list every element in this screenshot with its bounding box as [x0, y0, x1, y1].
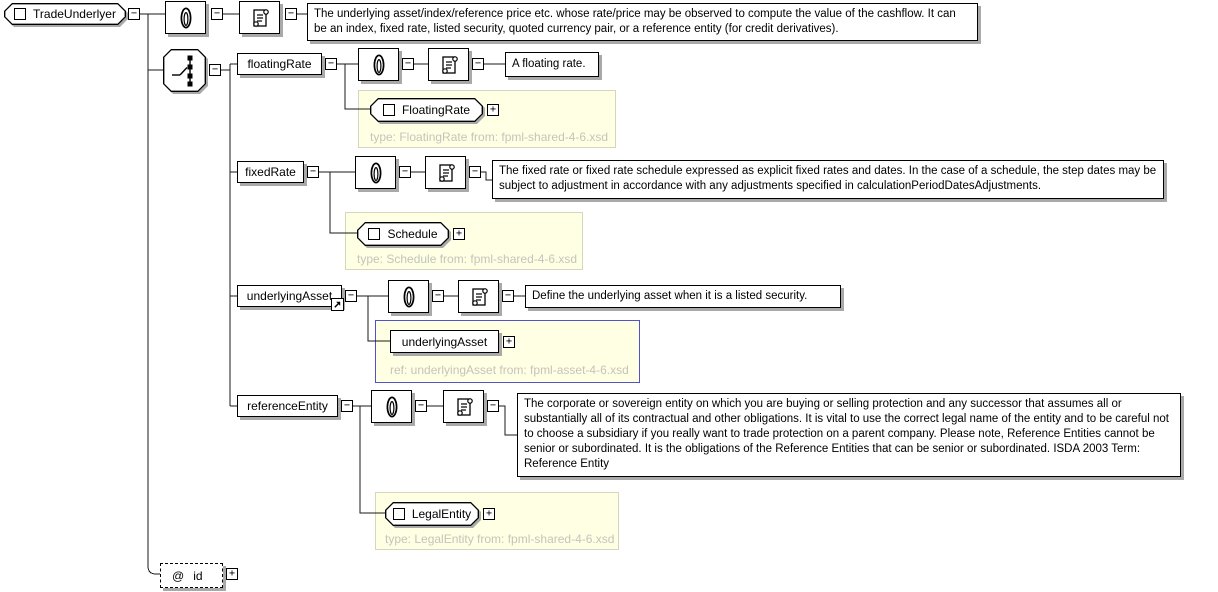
- collapse-toggle[interactable]: −: [345, 290, 357, 302]
- documentation-text: The fixed rate or fixed rate schedule ex…: [492, 160, 1164, 199]
- root-element-label: TradeUnderlyer: [33, 7, 116, 21]
- paperclip-icon: [403, 286, 414, 307]
- documentation-icon-box: [239, 1, 280, 34]
- element-underlyingasset[interactable]: underlyingAsset: [237, 285, 342, 307]
- annotation-icon-box: [165, 1, 206, 34]
- type-label: FloatingRate: [401, 103, 471, 117]
- root-element-tradeunderlyer[interactable]: TradeUnderlyer: [4, 3, 126, 25]
- element-fixedrate[interactable]: fixedRate: [237, 161, 304, 183]
- element-square-icon: [14, 8, 27, 20]
- type-note: type: FloatingRate from: fpml-shared-4-6…: [370, 130, 609, 144]
- collapse-toggle[interactable]: −: [432, 290, 444, 302]
- collapse-toggle[interactable]: −: [285, 8, 297, 20]
- choice-icon: [172, 55, 193, 87]
- documentation-text: A floating rate.: [505, 52, 599, 77]
- type-box-schedule[interactable]: Schedule: [357, 222, 449, 246]
- expand-toggle[interactable]: +: [226, 568, 238, 580]
- element-referenceentity[interactable]: referenceEntity: [237, 395, 338, 417]
- ref-element-underlyingasset[interactable]: underlyingAsset: [390, 330, 499, 353]
- type-note: type: Schedule from: fpml-shared-4-6.xsd: [357, 252, 578, 266]
- paperclip-icon: [373, 54, 384, 75]
- reference-arrow-icon[interactable]: [331, 298, 344, 311]
- collapse-toggle[interactable]: −: [472, 58, 484, 70]
- collapse-toggle[interactable]: −: [502, 290, 514, 302]
- collapse-toggle[interactable]: −: [128, 8, 140, 20]
- annotation-icon-box: [371, 390, 412, 423]
- paperclip-icon: [370, 162, 381, 183]
- collapse-toggle[interactable]: −: [469, 166, 481, 178]
- documentation-text: Define the underlying asset when it is a…: [525, 285, 841, 308]
- document-scroll-icon: [456, 397, 473, 416]
- collapse-toggle[interactable]: −: [487, 400, 499, 412]
- documentation-icon-box: [428, 48, 469, 81]
- expand-toggle[interactable]: +: [487, 104, 499, 116]
- annotation-icon-box: [388, 280, 429, 313]
- type-box-legalentity[interactable]: LegalEntity: [385, 502, 479, 526]
- attribute-label: id: [193, 568, 203, 583]
- collapse-toggle[interactable]: −: [341, 400, 353, 412]
- collapse-toggle[interactable]: −: [307, 166, 319, 178]
- documentation-icon-box: [458, 280, 499, 313]
- element-floatingrate[interactable]: floatingRate: [237, 53, 322, 75]
- choice-compositor[interactable]: [163, 49, 206, 92]
- type-note: type: LegalEntity from: fpml-shared-4-6.…: [385, 532, 615, 546]
- element-square-icon: [368, 228, 381, 240]
- type-label: Schedule: [387, 227, 438, 241]
- collapse-toggle[interactable]: −: [415, 400, 427, 412]
- annotation-icon-box: [358, 48, 399, 81]
- collapse-toggle[interactable]: −: [402, 58, 414, 70]
- expand-toggle[interactable]: +: [483, 508, 495, 520]
- collapse-toggle[interactable]: −: [399, 166, 411, 178]
- document-scroll-icon: [252, 8, 269, 27]
- collapse-toggle[interactable]: −: [211, 8, 223, 20]
- type-label: LegalEntity: [411, 507, 472, 521]
- annotation-icon-box: [355, 156, 396, 189]
- documentation-text: The corporate or sovereign entity on whi…: [517, 393, 1181, 477]
- type-box-floatingrate[interactable]: FloatingRate: [370, 98, 483, 122]
- attribute-id[interactable]: @ id: [160, 563, 223, 588]
- expand-toggle[interactable]: +: [453, 228, 465, 240]
- document-scroll-icon: [441, 55, 458, 74]
- documentation-icon-box: [425, 156, 466, 189]
- document-scroll-icon: [471, 287, 488, 306]
- type-note: ref: underlyingAsset from: fpml-asset-4-…: [390, 363, 629, 377]
- collapse-toggle[interactable]: −: [209, 64, 221, 76]
- documentation-text: The underlying asset/index/reference pri…: [307, 3, 978, 41]
- expand-toggle[interactable]: +: [503, 336, 515, 348]
- paperclip-icon: [180, 7, 191, 28]
- documentation-icon-box: [443, 390, 484, 423]
- element-square-icon: [392, 508, 405, 520]
- paperclip-icon: [386, 396, 397, 417]
- at-sign-icon: @: [172, 568, 185, 583]
- collapse-toggle[interactable]: −: [325, 58, 337, 70]
- document-scroll-icon: [438, 163, 455, 182]
- element-square-icon: [382, 104, 395, 116]
